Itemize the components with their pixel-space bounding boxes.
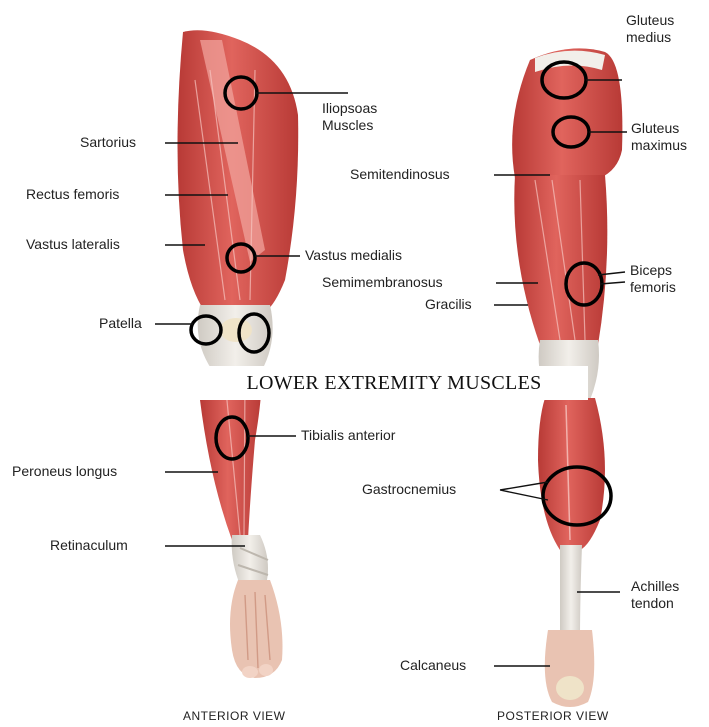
label-rectus-femoris: Rectus femoris	[26, 186, 119, 203]
label-peroneus-longus: Peroneus longus	[12, 463, 117, 480]
label-biceps-femoris: Biceps femoris	[630, 262, 700, 296]
label-gastrocnemius: Gastrocnemius	[362, 481, 456, 498]
label-gluteus-maximus: Gluteus maximus	[631, 120, 709, 154]
label-iliopsoas: Iliopsoas Muscles	[322, 100, 402, 134]
patella-bone	[220, 318, 252, 342]
label-semitendinosus: Semitendinosus	[350, 166, 450, 183]
posterior-calf	[538, 398, 605, 550]
label-gracilis: Gracilis	[425, 296, 472, 313]
posterior-thigh	[514, 175, 607, 345]
label-retinaculum: Retinaculum	[50, 537, 128, 554]
label-tibialis-anterior: Tibialis anterior	[301, 427, 395, 444]
label-achilles-tendon: Achilles tendon	[631, 578, 701, 612]
label-semimembranosus: Semimembranosus	[322, 274, 443, 291]
anterior-ankle	[232, 535, 268, 585]
label-vastus-medialis: Vastus medialis	[305, 247, 402, 264]
label-calcaneus: Calcaneus	[400, 657, 466, 674]
anterior-leg	[178, 30, 299, 678]
diagram-title-banner: LOWER EXTREMITY MUSCLES	[200, 366, 588, 400]
anterior-view-caption: ANTERIOR VIEW	[183, 709, 286, 723]
label-vastus-lateralis: Vastus lateralis	[26, 236, 120, 253]
posterior-view-caption: POSTERIOR VIEW	[497, 709, 609, 723]
label-patella: Patella	[99, 315, 142, 332]
label-sartorius: Sartorius	[80, 134, 136, 151]
gluteal-region	[512, 48, 622, 178]
label-gluteus-medius: Gluteus medius	[626, 12, 696, 46]
